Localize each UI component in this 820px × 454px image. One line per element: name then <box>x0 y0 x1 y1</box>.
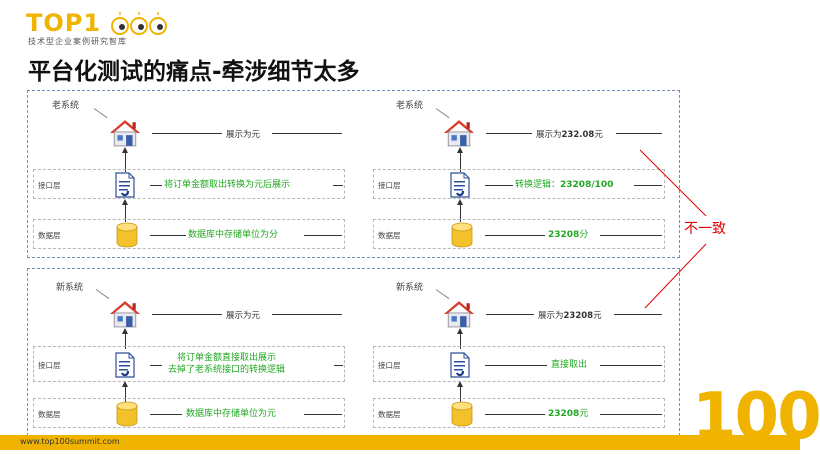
arrow-up-icon <box>457 147 463 172</box>
inconsistent-callout: 不一致 <box>684 221 726 237</box>
connector-line <box>304 235 342 236</box>
old-system-panel <box>27 90 680 258</box>
old-left-display-text: 展示为元 <box>226 130 261 140</box>
new-left-interface-line1: 将订单金额直接取出展示 <box>177 353 277 363</box>
new-right-data-layer <box>373 398 665 428</box>
page-title: 平台化测试的痛点-牵涉细节太多 <box>28 59 360 85</box>
connector-line <box>150 185 162 186</box>
connector-line <box>634 185 662 186</box>
data-layer-label: 数据层 <box>38 231 61 240</box>
new-right-display-text: 展示为23208元 <box>538 311 602 321</box>
connector-line <box>152 314 222 315</box>
connector-line <box>152 133 222 134</box>
logo-eyes-icon <box>111 12 167 35</box>
arrow-up-icon <box>457 381 463 402</box>
old-system-right-label: 老系统 <box>396 101 424 111</box>
new-right-interface-layer <box>373 346 665 382</box>
connector-line <box>614 314 662 315</box>
new-left-data-note: 数据库中存储单位为元 <box>186 409 277 419</box>
new-left-interface-note: 将订单金额直接取出展示去掉了老系统接口的转换逻辑 <box>168 352 285 376</box>
arrow-up-icon <box>122 147 128 172</box>
connector-line <box>150 414 182 415</box>
data-layer-label: 数据层 <box>378 410 401 419</box>
connector-line <box>333 185 343 186</box>
pointer-line-new <box>644 243 707 309</box>
old-left-interface-note: 将订单金额取出转换为元后展示 <box>164 180 291 190</box>
connector-line <box>272 314 342 315</box>
connector-line <box>485 414 545 415</box>
interface-layer-label: 接口层 <box>38 181 61 190</box>
connector-line <box>150 365 162 366</box>
logo-tagline: 技术型企业案例研究智库 <box>28 37 127 46</box>
new-left-display-text: 展示为元 <box>226 311 261 321</box>
data-layer-label: 数据层 <box>378 231 401 240</box>
old-system-left-label: 老系统 <box>52 101 80 111</box>
connector-line <box>616 133 662 134</box>
arrow-up-icon <box>457 199 463 222</box>
connector-line <box>600 235 662 236</box>
new-system-right-label: 新系统 <box>396 283 424 293</box>
logo-wordmark: TOP1 <box>26 9 102 37</box>
new-left-data-layer <box>33 398 345 428</box>
new-right-display-value: 23208 <box>563 311 594 321</box>
connector-line <box>600 414 662 415</box>
footer-bar <box>0 435 800 450</box>
new-right-data-value: 23208 <box>548 409 580 419</box>
connector-line <box>304 414 342 415</box>
new-left-interface-line2: 去掉了老系统接口的转换逻辑 <box>168 365 286 375</box>
connector-line <box>485 235 545 236</box>
connector-line <box>600 365 662 366</box>
connector-line <box>486 133 532 134</box>
interface-layer-label: 接口层 <box>38 361 61 370</box>
footer-url: www.top100summit.com <box>20 437 120 446</box>
brand-logo: TOP1 技术型企业案例研究智库 <box>26 9 167 46</box>
old-right-data-layer <box>373 219 665 249</box>
connector-line <box>485 185 513 186</box>
old-right-display-value: 232.08 <box>561 130 595 140</box>
interface-layer-label: 接口层 <box>378 361 401 370</box>
new-right-interface-note: 直接取出 <box>551 360 588 370</box>
connector-line <box>150 235 186 236</box>
old-right-data-note: 23208分 <box>548 230 589 240</box>
old-left-data-layer <box>33 219 345 249</box>
connector-line <box>486 314 534 315</box>
connector-line <box>272 133 342 134</box>
data-layer-label: 数据层 <box>38 410 61 419</box>
new-right-data-note: 23208元 <box>548 409 589 419</box>
arrow-up-icon <box>122 328 128 349</box>
old-left-data-note: 数据库中存储单位为分 <box>188 230 279 240</box>
old-right-data-value: 23208 <box>548 230 580 240</box>
pointer-line-old <box>639 149 707 217</box>
arrow-up-icon <box>457 328 463 349</box>
old-left-interface-layer <box>33 169 345 199</box>
arrow-up-icon <box>122 199 128 222</box>
inconsistency-pointer-lines <box>639 149 707 309</box>
old-right-interface-layer <box>373 169 665 199</box>
old-right-display-text: 展示为232.08元 <box>536 130 603 140</box>
interface-layer-label: 接口层 <box>378 181 401 190</box>
old-right-interface-note: 转换逻辑：23208/100 <box>515 180 614 190</box>
connector-line <box>334 365 343 366</box>
new-left-interface-layer <box>33 346 345 382</box>
old-right-interface-value: 23208/100 <box>560 180 614 190</box>
connector-line <box>485 365 547 366</box>
new-system-left-label: 新系统 <box>56 283 84 293</box>
arrow-up-icon <box>122 381 128 402</box>
